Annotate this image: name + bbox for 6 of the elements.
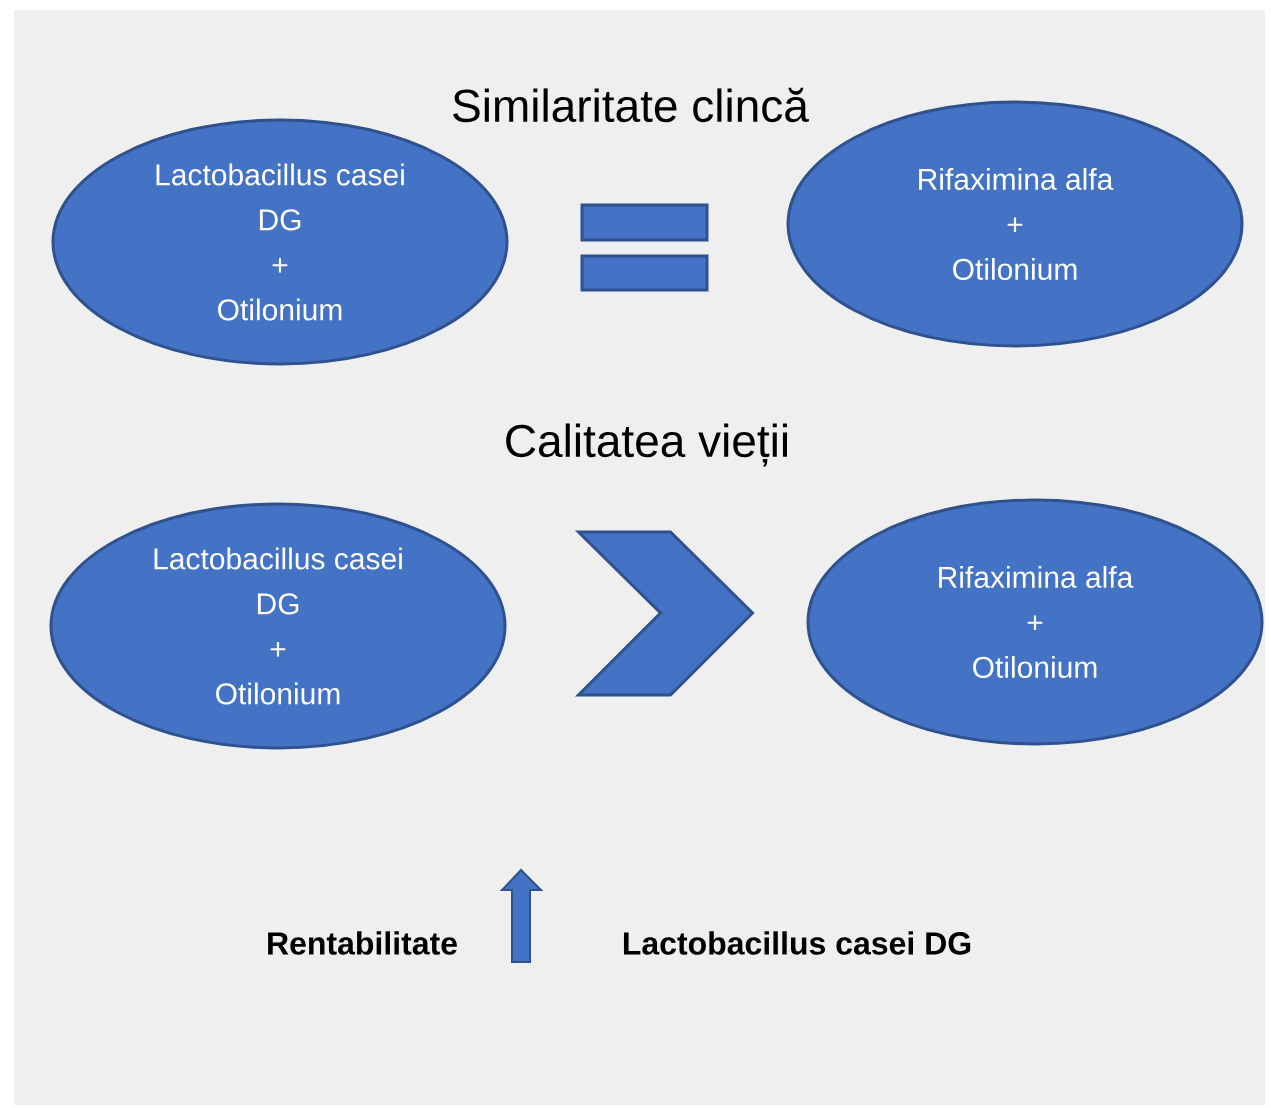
- ellipse-node: Rifaximina alfa + Otilonium: [806, 498, 1264, 746]
- label: Lactobacillus casei DG: [623, 931, 971, 955]
- chevron-arrow: [574, 530, 755, 697]
- heading: Calitatea vieții: [506, 423, 787, 467]
- label: Rentabilitate: [268, 931, 457, 955]
- ellipse-node: Lactobacillus casei DG + Otilonium: [49, 502, 507, 750]
